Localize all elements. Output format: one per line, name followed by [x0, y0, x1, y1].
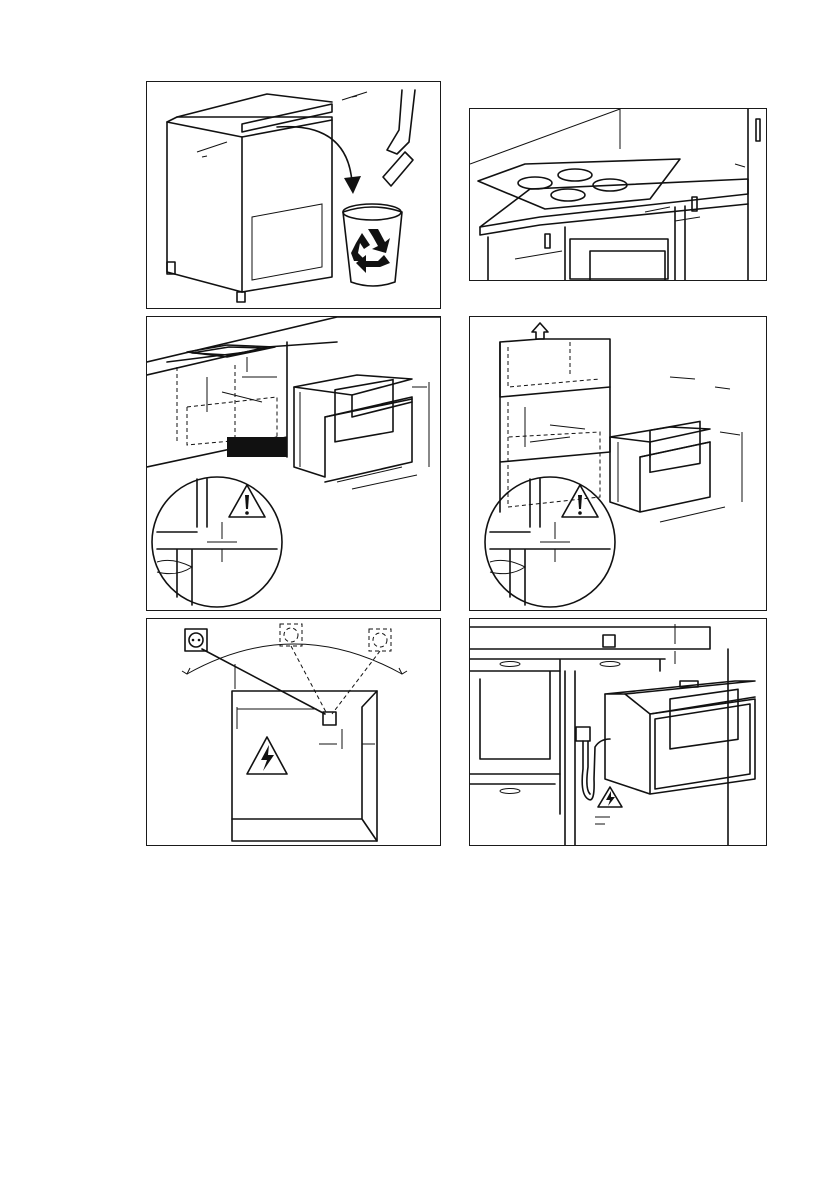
electric-hazard-icon [598, 787, 622, 807]
column-install-drawing [470, 317, 767, 611]
panel-remove-rail [146, 81, 441, 309]
electric-hazard-icon [247, 737, 287, 774]
panel-column-install [469, 316, 767, 611]
panel-cable-connection [469, 618, 767, 846]
panel-under-counter-install [146, 316, 441, 611]
recycle-icon [351, 229, 390, 273]
hob-oven-cabinet-drawing [470, 109, 767, 281]
socket-position-drawing [147, 619, 441, 846]
under-counter-install-drawing [147, 317, 441, 611]
cabinet-rail-removal-drawing [147, 82, 441, 309]
panel-hob-above-oven [469, 108, 767, 281]
panel-socket-position [146, 618, 441, 846]
arrow-up-icon [532, 323, 548, 339]
warning-icon [229, 485, 265, 517]
cable-connection-drawing [470, 619, 767, 846]
